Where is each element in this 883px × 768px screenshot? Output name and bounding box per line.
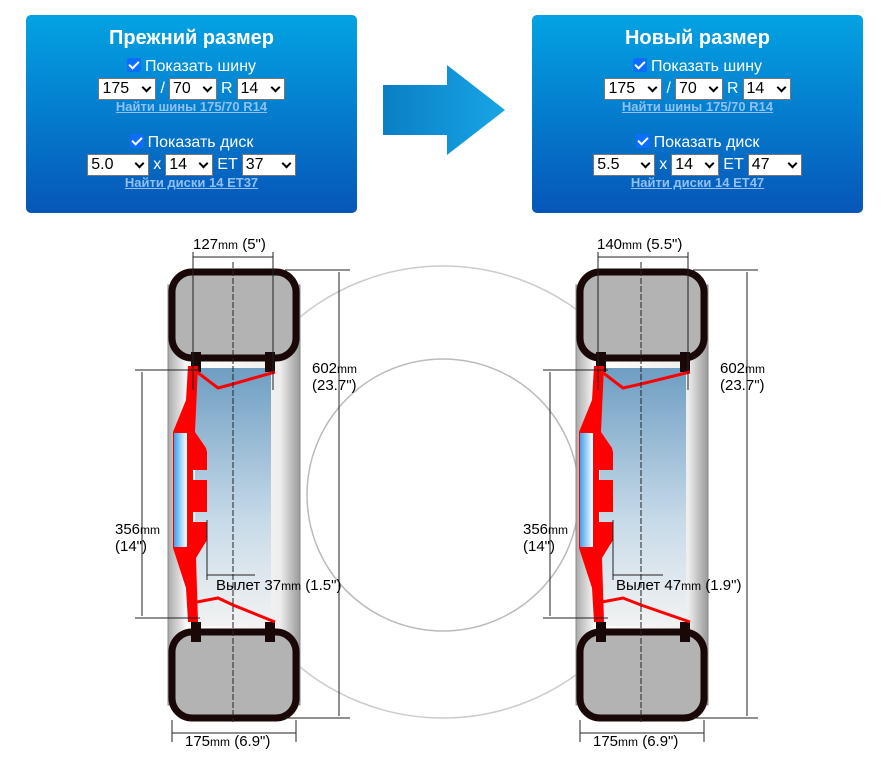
rim-diameter-label-inches: (14") (523, 538, 555, 555)
separator: / (666, 80, 671, 98)
unit: mm (745, 362, 766, 376)
bead (596, 352, 606, 372)
offset-label: Вылет 47mm (1.9") (616, 577, 741, 594)
tire-tread-bottom (576, 628, 708, 722)
rim-diameter-label-value: 356 (115, 521, 141, 538)
bead (596, 622, 606, 642)
bead (265, 622, 275, 642)
show-tire-checkbox[interactable] (126, 58, 141, 72)
bead (191, 622, 201, 642)
offset-label-inches: (1.9") (701, 577, 742, 594)
x-label: x (153, 156, 162, 174)
diameter-select[interactable]: 14 (236, 78, 285, 100)
profile-select[interactable]: 70 (674, 78, 723, 100)
unit: mm (281, 579, 302, 593)
panel-title: Прежний размер (108, 27, 275, 49)
tire-tread-top (168, 268, 300, 362)
outer-diameter-label-inches: (23.7") (720, 377, 765, 394)
tire-width-label-value: 175 (593, 733, 619, 750)
et-select[interactable]: 37 (241, 154, 296, 177)
show-tire-label: Показать шину (650, 58, 763, 75)
unit: mm (618, 735, 639, 749)
rim-flange-bottom (601, 596, 691, 624)
outer-diameter-label-value: 602 (312, 360, 338, 377)
tire-width-label-value: 175 (185, 733, 211, 750)
bead (191, 352, 201, 372)
right-arrow-icon (383, 65, 505, 155)
tire-width-label-inches: (6.9") (638, 733, 679, 750)
et-label: ET (723, 156, 744, 174)
show-tire-label: Показать шину (144, 58, 257, 75)
tire-width-select[interactable]: 175 (604, 78, 663, 100)
rim-diameter-label-inches: (14") (115, 538, 147, 555)
outer-diameter-label: 602mm(23.7") (720, 360, 765, 394)
show-disc-label: Показать диск (653, 134, 760, 152)
offset-label-value: Вылет 47 (616, 577, 682, 594)
tire-width-label: 175mm (6.9") (185, 733, 270, 750)
rim-diameter-label-value: 356 (523, 521, 549, 538)
profile-select[interactable]: 70 (168, 78, 217, 100)
disc-diameter-select[interactable]: 14 (671, 154, 720, 177)
unit: mm (210, 735, 231, 749)
wheel-disc (173, 366, 207, 622)
unit: mm (140, 523, 161, 537)
unit: mm (337, 362, 358, 376)
rim-width-label: 140mm (5.5") (597, 236, 682, 253)
outer-diameter-label-value: 602 (720, 360, 746, 377)
unit: mm (622, 238, 643, 252)
find-tires-link[interactable]: Найти шины 175/70 R14 (621, 99, 774, 115)
tire-width-label-inches: (6.9") (230, 733, 271, 750)
rim-diameter-circle (306, 358, 580, 632)
rim-barrel (600, 368, 686, 626)
bead (265, 352, 275, 372)
disc-diameter-select[interactable]: 14 (165, 154, 214, 177)
wheel-hub (580, 433, 593, 547)
diameter-select[interactable]: 14 (742, 78, 791, 100)
rim-width-label: 127mm (5") (193, 236, 266, 253)
rim-width-label-inches: (5.5") (642, 236, 683, 253)
unit: mm (681, 579, 702, 593)
et-select[interactable]: 47 (747, 154, 802, 177)
unit: mm (548, 523, 569, 537)
offset-label: Вылет 37mm (1.5") (216, 577, 341, 594)
panel-title: Новый размер (624, 27, 771, 49)
find-discs-link[interactable]: Найти диски 14 ET47 (630, 175, 765, 191)
rim-diameter-label: 356mm(14") (523, 521, 568, 555)
show-disc-label: Показать диск (147, 134, 254, 152)
bead (680, 622, 690, 642)
outer-diameter-label: 602mm(23.7") (312, 360, 357, 394)
rim-flange-bottom (196, 596, 276, 624)
r-label: R (220, 80, 233, 98)
et-label: ET (217, 156, 238, 174)
rim-width-label-value: 140 (597, 236, 623, 253)
tire-width-select[interactable]: 175 (98, 78, 157, 100)
rim-width-label-value: 127 (193, 236, 219, 253)
show-tire-checkbox[interactable] (632, 58, 647, 72)
unit: mm (218, 238, 239, 252)
find-tires-link[interactable]: Найти шины 175/70 R14 (115, 99, 268, 115)
rim-width-label-inches: (5") (238, 236, 266, 253)
rim-diameter-label: 356mm(14") (115, 521, 160, 555)
rim-flange-top (601, 370, 691, 390)
disc-width-select[interactable]: 5.5 (593, 154, 656, 177)
tire-width-label: 175mm (6.9") (593, 733, 678, 750)
bead (680, 352, 690, 372)
r-label: R (726, 80, 739, 98)
wheel-disc (579, 366, 613, 622)
show-disc-checkbox[interactable] (129, 134, 144, 149)
tire-tread-top (576, 268, 708, 362)
offset-label-value: Вылет 37 (216, 577, 282, 594)
wheel-hub (174, 433, 187, 547)
show-disc-checkbox[interactable] (635, 134, 650, 149)
offset-label-inches: (1.5") (301, 577, 342, 594)
outer-diameter-label-inches: (23.7") (312, 377, 357, 394)
separator: / (160, 80, 165, 98)
disc-width-select[interactable]: 5.0 (87, 154, 150, 177)
x-label: x (659, 156, 668, 174)
find-discs-link[interactable]: Найти диски 14 ET37 (124, 175, 259, 191)
tire-tread-bottom (168, 628, 300, 722)
rim-flange-top (196, 370, 276, 390)
